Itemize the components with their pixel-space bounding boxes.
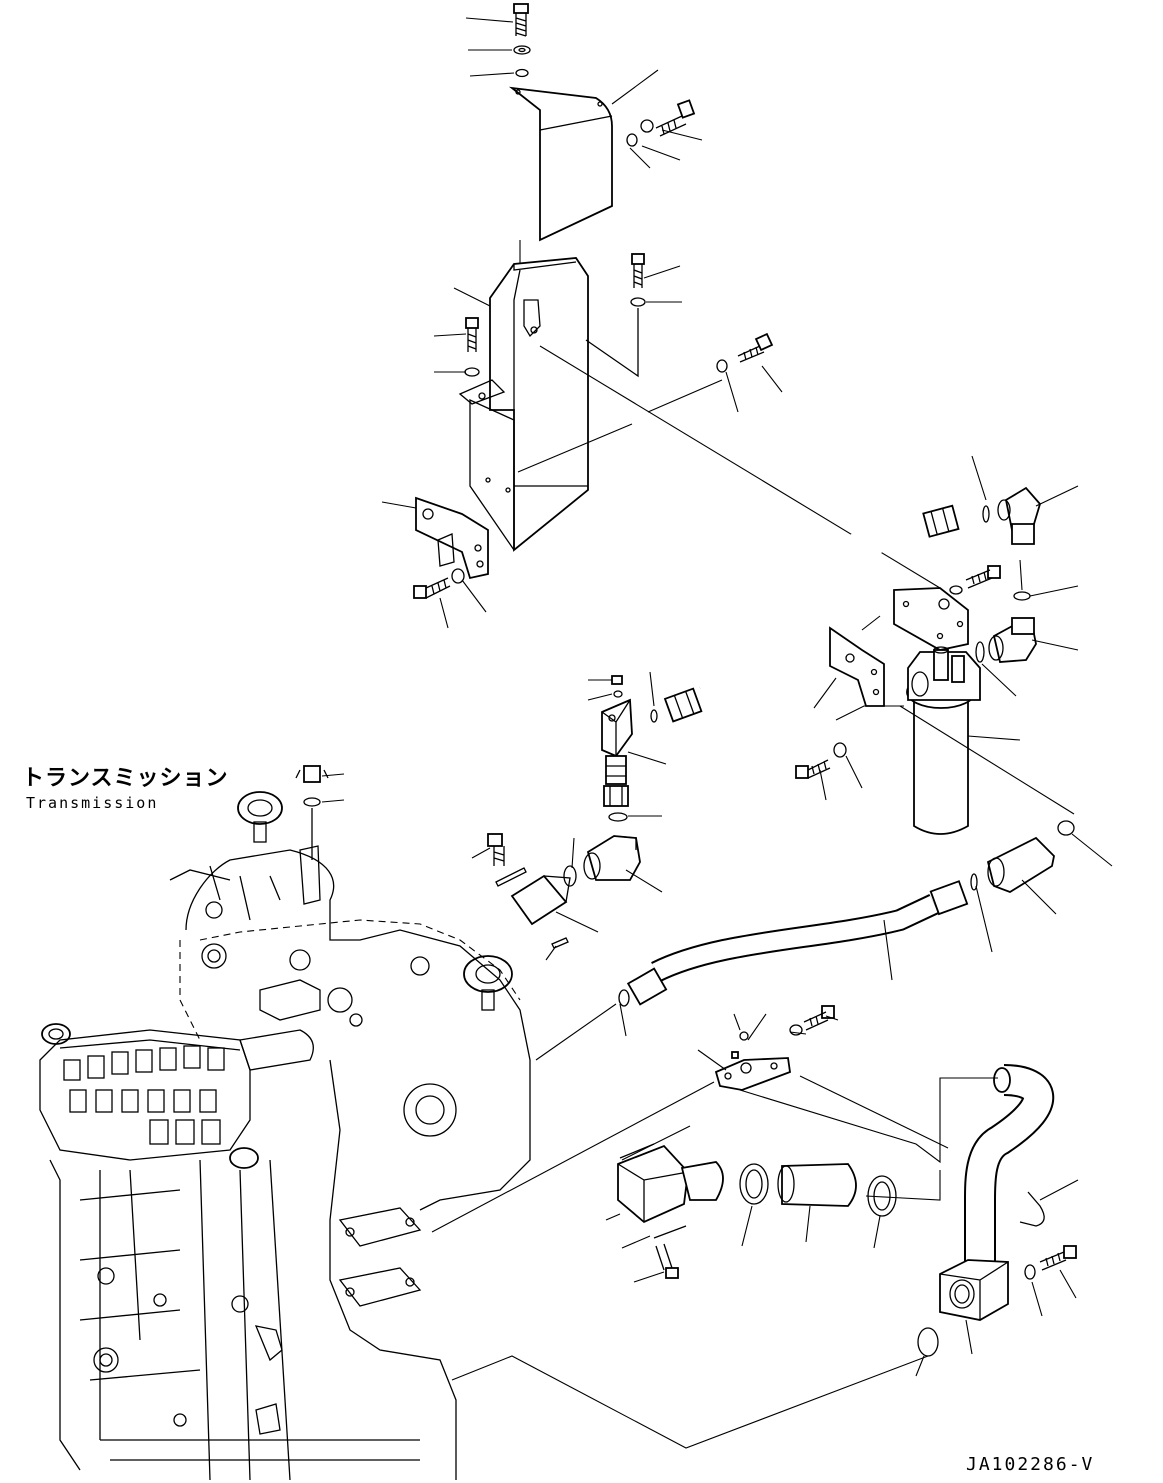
transmission-assembly	[39, 765, 531, 1481]
transmission-label-en: Transmission	[26, 794, 159, 812]
filter-plate	[829, 626, 885, 707]
elbow-fitting-filter	[975, 617, 1037, 663]
hose-lower	[618, 880, 969, 1007]
valve-solenoids	[63, 1045, 225, 1145]
bolt-channel-left	[464, 317, 480, 377]
adapter-coupling	[970, 820, 1075, 893]
bolt-top	[513, 3, 529, 37]
bolt-filter-bracket	[949, 565, 1001, 595]
leader-lines-transmission	[321, 773, 345, 803]
connector-block-left	[487, 833, 571, 949]
elbow-fitting-left	[563, 835, 641, 887]
leader-lines-tee	[471, 671, 667, 961]
oil-filter	[906, 646, 981, 835]
cover-plate-upper	[508, 86, 613, 242]
tee-fitting	[601, 675, 658, 807]
o-ring-tee	[608, 812, 628, 822]
bolt-lower-bracket	[789, 1005, 835, 1036]
lower-bracket	[714, 1031, 791, 1091]
o-ring-pipe	[917, 1327, 939, 1357]
drawing-number: JA102286-V	[966, 1454, 1095, 1475]
leader-lines-filter	[813, 455, 1079, 815]
bolt-filter-plate	[795, 742, 847, 779]
bolt-pipe-flange	[1024, 1245, 1077, 1280]
spring-washer-top	[515, 68, 529, 78]
hose-upper	[663, 504, 960, 723]
bolt-bracket-bottom	[413, 568, 465, 599]
suction-pipe	[939, 1064, 1054, 1321]
washer-top	[513, 45, 531, 55]
bolt-channel-mid	[716, 332, 774, 373]
bolt-channel-right	[585, 253, 646, 378]
cover-channel	[458, 257, 589, 552]
hose-coupler-set	[617, 1143, 897, 1279]
leader-lines-lower	[431, 1013, 1079, 1449]
bracket-channel-bottom	[415, 496, 489, 580]
filter-head-bracket	[893, 587, 969, 651]
bolt-cover-right	[626, 99, 696, 147]
leader-lines-top	[465, 17, 703, 169]
elbow-fitting-top	[982, 486, 1042, 601]
transmission-label-jp: トランスミッション	[22, 766, 229, 791]
leader-lines-lower-hose	[535, 833, 1113, 1061]
